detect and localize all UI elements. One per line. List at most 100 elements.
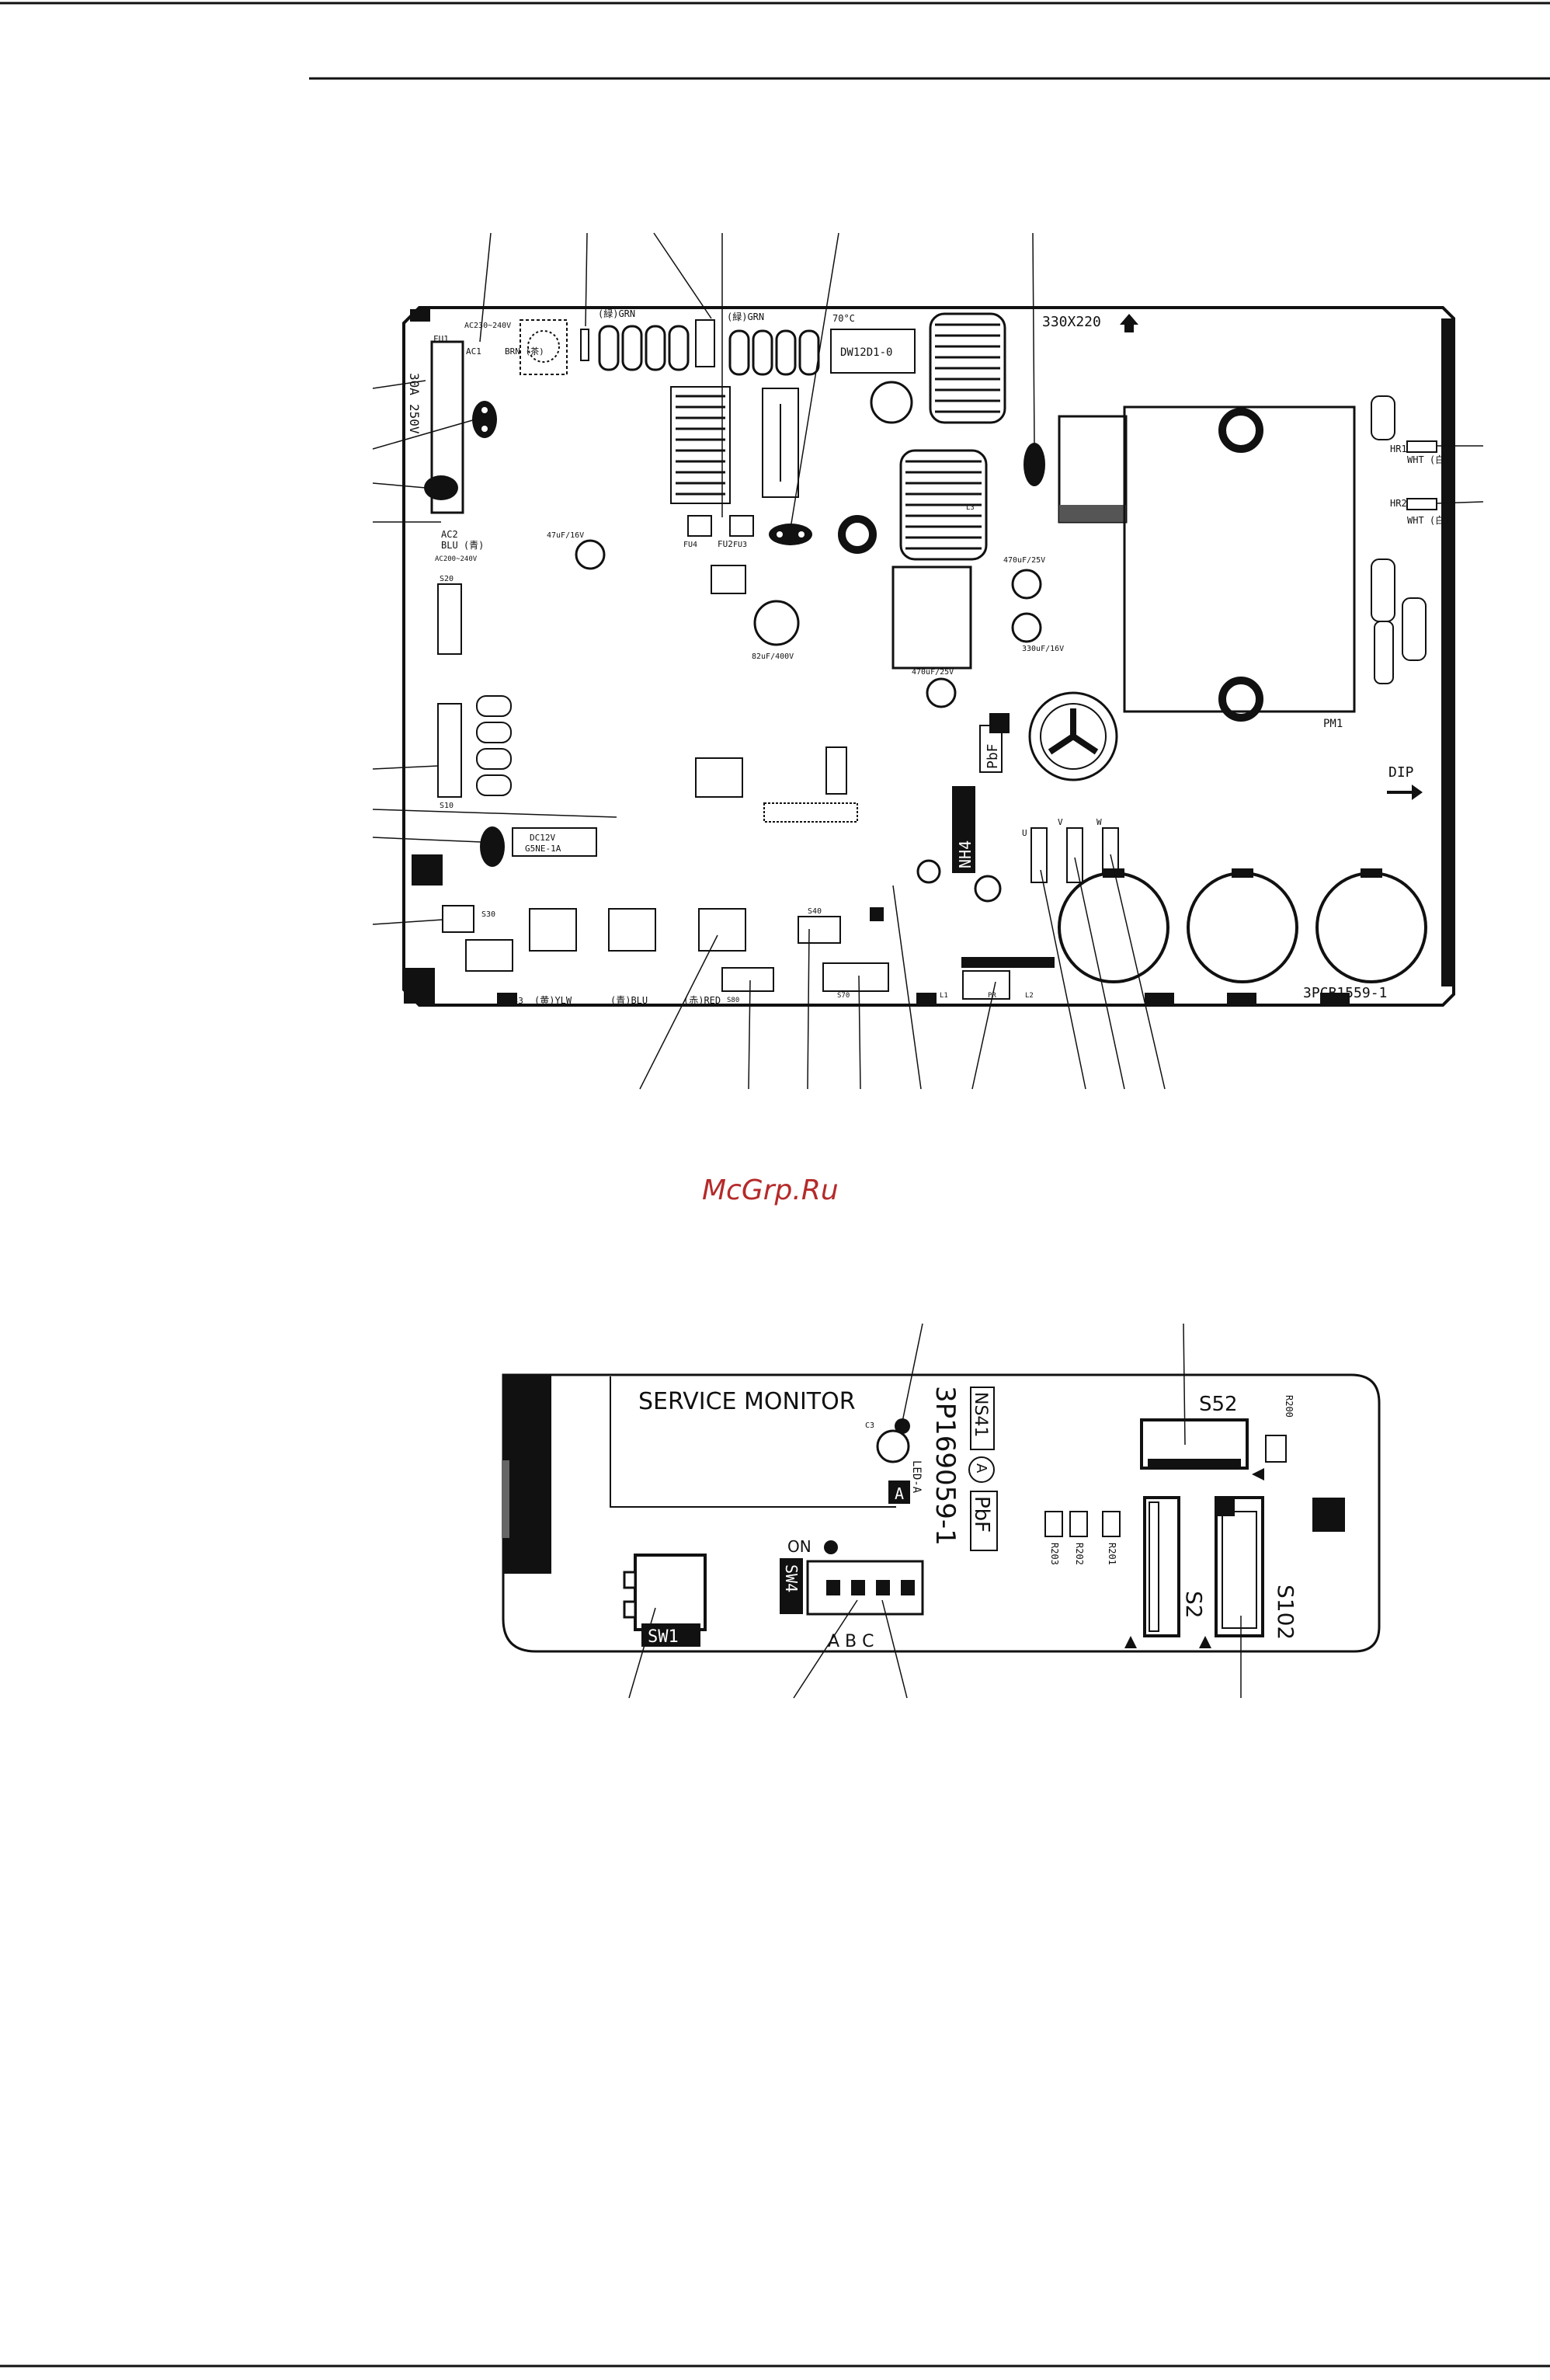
fan-rotor-inner [1040,703,1107,770]
capacitor-round [870,381,913,424]
resistor-array [763,802,858,823]
fuse-holder [430,340,464,514]
fan-rotor [1028,691,1118,781]
capacitor [1011,569,1042,600]
service-monitor-pcb: SERVICE MONITOR C3 LED-A A 3P169059-1 NS… [502,1373,1381,1653]
fu3-label: FU3 [733,541,747,549]
ns-label: NS41 [971,1392,990,1437]
s52-pin1-marker [1252,1468,1264,1481]
mount-ring [838,515,877,554]
callout-lines-service [628,1323,1242,1699]
test-point [916,859,941,884]
pbf-label-2: PbF [970,1496,993,1533]
dc12v-label: DC12V [530,833,555,843]
terminal-oval [480,826,505,867]
capacitor [575,539,606,570]
right-arrow-icon [1412,785,1423,800]
board-id-label: 3PCB1559-1 [1303,985,1387,1001]
terminal-oval [472,401,497,438]
pbf-box [979,725,1003,773]
connector-s40 [798,916,841,944]
red-label: (赤)RED [683,995,721,1006]
g5ne-label: G5NE-1A [525,844,561,854]
sw4-label: SW4 [782,1564,801,1592]
hr1-wht-label: WHT (白) [1407,454,1450,465]
w-label: W [1096,817,1102,827]
l3-label: L3 [966,504,975,512]
s33-label: S33 [508,996,523,1006]
terminal-hole [481,407,488,413]
dip-switch-d[interactable] [901,1580,915,1595]
service-pcb-edge-stripe [502,1460,509,1538]
terminal-oval [1023,443,1045,486]
ns-box [970,1387,995,1450]
dip-switch-a[interactable] [826,1580,840,1595]
pcb-edge-mark [497,993,517,1004]
v-label: V [1058,817,1063,827]
connector-s10 [437,703,462,798]
switch-sw1-notch [623,1600,637,1619]
transformer-t1 [891,565,972,670]
resistor-r202 [1069,1511,1088,1537]
electrolytic-cap [1315,872,1427,983]
r203-label: R203 [1049,1543,1060,1565]
pm1-mount [1218,677,1263,722]
led-a-dot [895,1418,910,1434]
terminal-hole [481,426,488,432]
dip-switch-b[interactable] [851,1580,865,1595]
led-a [876,1429,910,1463]
cap-column-left [476,695,512,796]
cap-47-label: 47uF/16V [547,531,584,540]
connector-s102 [1215,1496,1264,1637]
terminal-hole [798,531,805,538]
part-number-band [952,786,975,873]
capacitor [753,600,800,646]
pcb-edge-mark [410,309,430,322]
pcb-edge-mark [1145,993,1174,1004]
rev-label: A [973,1463,989,1474]
cap-82-label: 82uF/400V [752,652,794,661]
s102-pin1-marker [1199,1636,1211,1648]
s2-pin1-marker [1124,1636,1137,1648]
sw4-on-dot [824,1540,838,1554]
terminal-oval-h [769,524,812,545]
part-number-left: 2P169046-1 [981,771,1000,873]
u-label: U [1022,828,1027,838]
switch-sw1[interactable] [634,1554,707,1631]
connector-s30 [442,905,474,933]
cap-polarity [1103,868,1124,878]
ic-dw12d1-label: DW12D1-0 [840,346,892,359]
fuse-fu3 [729,515,754,537]
grn-right-label: (緑)GRN [727,311,764,322]
service-pcb-edge-block [503,1375,551,1574]
black-square [989,713,1010,733]
nh-label: NH4 [956,840,975,868]
cap-row-left [598,319,715,371]
jumper-bar [961,957,1055,968]
connector-s80b [721,967,774,992]
s30-label: S30 [481,910,495,919]
l1-label: L1 [940,992,948,1000]
pm1-label: PM1 [1323,718,1343,730]
terminal-oval [424,475,458,500]
ac2-label: AC2 [441,529,458,540]
ic-dw12d1 [830,329,916,374]
fan-blades [1048,708,1099,755]
choke-coil-1 [929,312,1006,424]
varistor [527,330,560,363]
pr-connector [962,970,1010,1000]
rev-circle [968,1456,995,1483]
connector-s33 [529,908,577,952]
relay-g5ne [512,827,597,857]
v-terminal [1066,827,1083,883]
cap-polarity [1232,868,1253,878]
pcb-mount-slot [412,854,443,886]
sw4-on-label: ON [787,1537,811,1556]
capacitor-c17-hatch [1059,505,1126,522]
watermark-text: McGrp.Ru [702,1174,839,1206]
dip-switch-c[interactable] [876,1580,890,1595]
up-arrow-icon [1120,314,1138,325]
resistor-vertical [1374,621,1394,684]
sw4-label-box [780,1558,803,1614]
